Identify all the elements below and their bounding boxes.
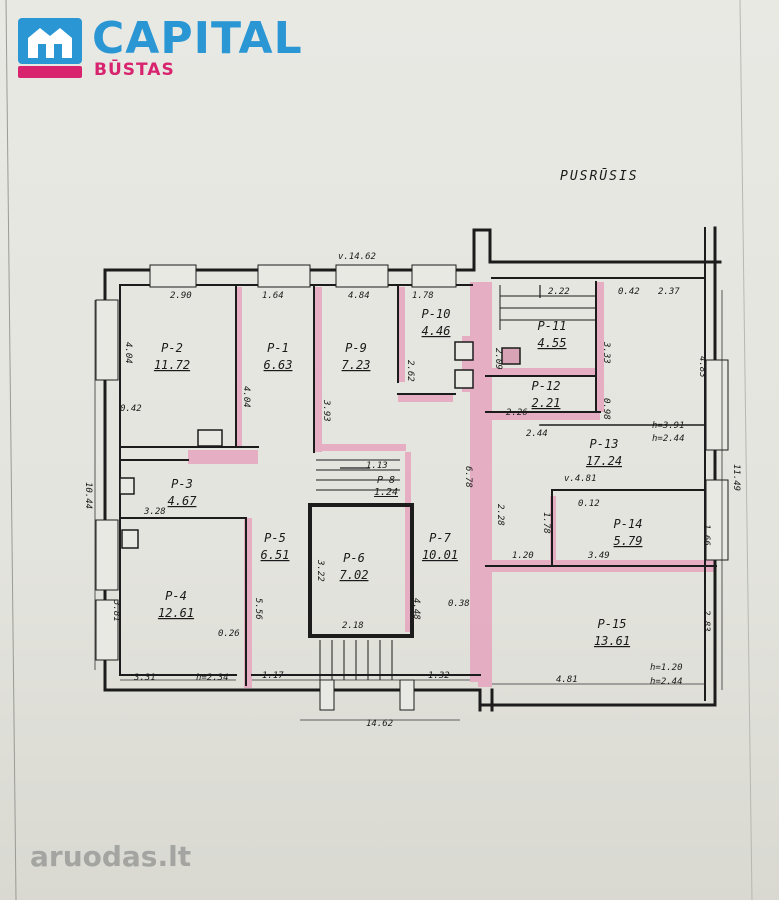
plan-title: PUSRŪSIS xyxy=(560,169,639,184)
room-id: P-11 xyxy=(538,319,567,333)
dimension-label: 1.13 xyxy=(366,461,388,471)
dimension-label: 4.48 xyxy=(411,598,421,620)
dimension-label: 1.20 xyxy=(512,551,534,561)
dimension-label: 6.78 xyxy=(463,466,473,488)
dimension-label: 2.22 xyxy=(548,287,570,297)
stairs xyxy=(316,285,596,680)
dimension-label: 2.09 xyxy=(493,348,503,370)
dimension-label: 0.12 xyxy=(578,499,600,509)
dimension-label: 4.81 xyxy=(556,675,578,685)
dimension-label: 3.49 xyxy=(587,551,610,561)
dimension-label: 2.28 xyxy=(495,504,505,526)
room-area: 7.23 xyxy=(342,358,371,372)
dimension-label: 4.04 xyxy=(123,342,133,364)
dimension-label: 0.42 xyxy=(120,404,142,414)
house-book-icon xyxy=(18,18,82,78)
walls xyxy=(103,226,722,712)
dimension-label: h=2.44 xyxy=(652,434,685,444)
dimension-label: 1.78 xyxy=(412,291,434,301)
room-area: 10.01 xyxy=(422,548,458,562)
room-area: 1.24 xyxy=(374,487,398,498)
dimension-label: 2.44 xyxy=(526,429,548,439)
dimension-label: 1.64 xyxy=(262,291,284,301)
room-area: 6.51 xyxy=(261,548,290,562)
room-id: P-13 xyxy=(590,437,619,451)
dimension-label: 11.49 xyxy=(731,464,741,491)
room-id: P-14 xyxy=(614,517,643,531)
room-labels: P-2 11.72 P-1 6.63 P-9 7.23 P-10 4.46 P-11 4.55P-… xyxy=(154,307,643,648)
dimension-label: v.14.62 xyxy=(338,252,376,262)
dimension-label: v.4.81 xyxy=(564,474,597,484)
dimension-label: 14.62 xyxy=(366,719,393,729)
room-id: P-8 xyxy=(377,475,395,486)
dimension-label: 3.93 xyxy=(321,399,331,422)
dimension-lines xyxy=(94,290,723,721)
watermark-text: aruodas.lt xyxy=(30,840,192,873)
dimension-label: h=1.20 xyxy=(650,663,683,673)
dimension-label: 1.32 xyxy=(428,671,450,681)
room-id: P-15 xyxy=(598,617,627,631)
brand-name: CAPITAL xyxy=(92,13,303,64)
dimension-label: 2.37 xyxy=(658,287,680,297)
room-id: P-4 xyxy=(165,589,187,603)
dimension-label: 4.04 xyxy=(241,386,251,408)
room-id: P-7 xyxy=(429,531,451,545)
room-id: P-2 xyxy=(161,341,183,355)
room-area: 4.55 xyxy=(538,336,567,350)
dimension-label: 3.22 xyxy=(315,559,325,582)
dimension-label: 4.84 xyxy=(348,291,370,301)
dimension-label: 3.81 xyxy=(111,599,121,622)
dimension-label: 3.31 xyxy=(133,673,156,683)
dimension-label: 1.66 xyxy=(701,524,711,546)
room-area: 5.79 xyxy=(614,534,643,548)
dimension-label: 3.28 xyxy=(143,507,166,517)
dimension-label: 0.38 xyxy=(448,599,470,609)
room-id: P-3 xyxy=(171,477,193,491)
room-area: 7.02 xyxy=(340,568,369,582)
dimension-label: h=3.91 xyxy=(652,421,685,431)
room-id: P-12 xyxy=(532,379,561,393)
dimension-label: 2.62 xyxy=(405,360,415,382)
dimension-label: 0.98 xyxy=(601,398,611,420)
dimension-label: h=2.34 xyxy=(196,673,229,683)
watermark: aruodas.lt xyxy=(30,826,210,876)
dimension-label: 10.44 xyxy=(83,482,93,509)
brand-logo: CAPITAL BŪSTAS xyxy=(18,14,302,82)
room-area: 4.67 xyxy=(168,494,198,508)
room-area: 2.21 xyxy=(532,396,561,410)
room-id: P-10 xyxy=(422,307,451,321)
room-id: P-1 xyxy=(267,341,289,355)
dimension-labels: v.14.62 2.90 1.64 4.84 1.78 2.22 0.42 2.37 4.04 4… xyxy=(83,252,741,729)
dimension-label: 2.83 xyxy=(701,610,711,632)
dimension-label: h=2.44 xyxy=(650,677,683,687)
dimension-label: 5.56 xyxy=(253,598,263,620)
room-id: P-5 xyxy=(264,531,286,545)
windows xyxy=(95,264,729,711)
dimension-label: 0.26 xyxy=(218,629,240,639)
dimension-label: 4.83 xyxy=(697,356,707,378)
dimension-label: 1.17 xyxy=(262,671,284,681)
room-area: 4.46 xyxy=(422,324,451,338)
brand-subtitle: BŪSTAS xyxy=(94,60,175,80)
room-id: P-9 xyxy=(345,341,367,355)
room-area: 13.61 xyxy=(594,634,630,648)
room-area: 17.24 xyxy=(586,454,622,468)
dimension-label: 2.18 xyxy=(342,621,364,631)
dimension-label: 0.42 xyxy=(618,287,640,297)
dimension-label: 1.78 xyxy=(541,512,551,534)
dimension-label: 2.26 xyxy=(506,408,528,418)
room-area: 12.61 xyxy=(158,606,194,620)
dimension-label: 2.90 xyxy=(170,291,192,301)
room-area: 11.72 xyxy=(154,358,190,372)
dimension-label: 3.33 xyxy=(601,341,611,364)
stair-arrows xyxy=(340,285,541,469)
room-area: 6.63 xyxy=(264,358,293,372)
fixtures xyxy=(119,341,521,549)
room-id: P-6 xyxy=(343,551,365,565)
